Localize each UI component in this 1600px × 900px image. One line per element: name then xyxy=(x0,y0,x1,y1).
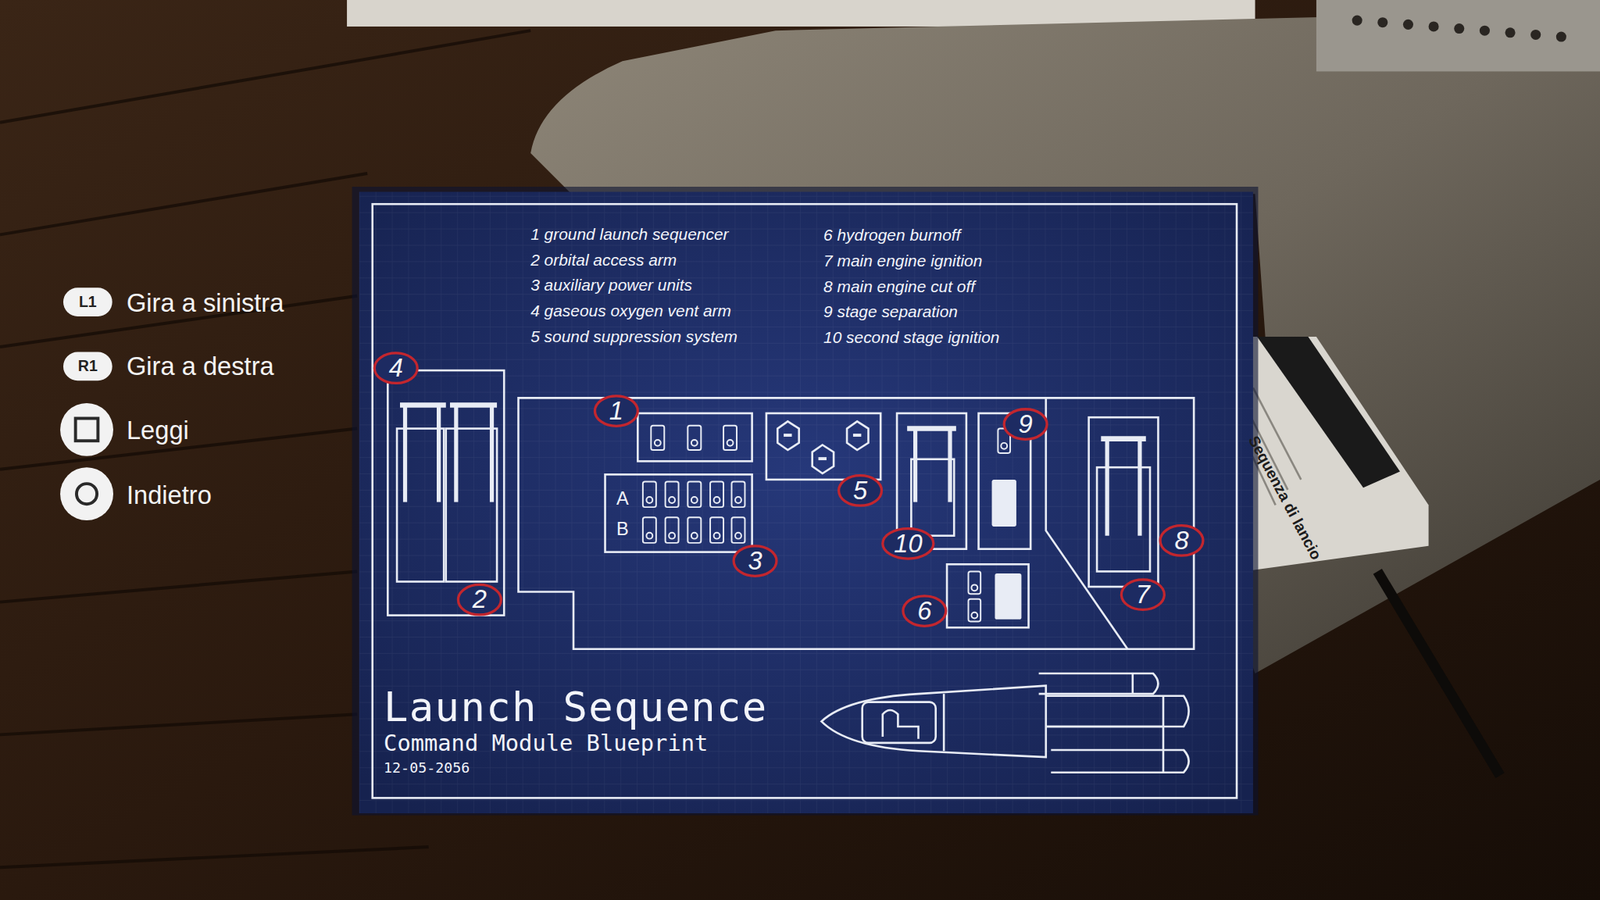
callout-number: 3 xyxy=(747,546,762,575)
callout-circle: 9 xyxy=(1003,408,1048,441)
callout-number: 2 xyxy=(472,585,487,615)
callout-number: 9 xyxy=(1018,410,1033,439)
key-entry: 9 stage separation xyxy=(823,303,958,322)
shoulder-button: R1 xyxy=(63,352,113,382)
callout-circle: 10 xyxy=(882,528,936,561)
control-hint: Indietro xyxy=(126,480,212,511)
key-entry: 8 main engine cut off xyxy=(823,277,975,297)
date-stamp: 12-05-2056 xyxy=(383,759,470,776)
key-entry: 4 gaseous oxygen vent arm xyxy=(530,302,732,322)
callout-number: 10 xyxy=(893,529,922,558)
subtitle: Command Module Blueprint xyxy=(383,730,708,757)
row-letter: A xyxy=(616,488,629,510)
callout-circle: 1 xyxy=(593,395,639,428)
control-hint: Gira a sinistra xyxy=(126,288,284,318)
shoulder-button: L1 xyxy=(63,287,113,317)
callout-circle: 2 xyxy=(457,583,502,616)
button-label: R1 xyxy=(78,357,98,375)
callout-circle: 5 xyxy=(837,475,883,508)
callout-number: 8 xyxy=(1174,526,1189,555)
callout-number: 5 xyxy=(853,476,868,505)
row-letter: B xyxy=(616,518,629,540)
key-entry: 7 main engine ignition xyxy=(823,252,983,272)
callout-circle: 3 xyxy=(732,545,778,578)
key-entry: 3 auxiliary power units xyxy=(530,276,693,296)
callout-number: 1 xyxy=(609,396,624,425)
key-entry: 2 orbital access arm xyxy=(530,250,677,270)
callout-circle: 7 xyxy=(1120,578,1165,611)
callout-circle: 8 xyxy=(1159,525,1204,558)
key-entry: 10 second stage ignition xyxy=(823,328,1000,348)
control-hint: Leggi xyxy=(126,415,190,446)
callout-number: 6 xyxy=(917,596,932,625)
callout-circle: 6 xyxy=(902,595,947,628)
sheet-title: Launch Sequence xyxy=(383,683,768,731)
callout-number: 7 xyxy=(1135,581,1150,610)
key-entry: 5 sound suppression system xyxy=(530,327,738,347)
control-hint: Gira a destra xyxy=(126,351,275,382)
button-label: L1 xyxy=(78,293,97,311)
key-entry: 1 ground launch sequencer xyxy=(530,225,729,245)
key-entry: 6 hydrogen burnoff xyxy=(823,226,961,246)
callout-circle: 4 xyxy=(373,352,418,385)
callout-number: 4 xyxy=(389,354,404,383)
